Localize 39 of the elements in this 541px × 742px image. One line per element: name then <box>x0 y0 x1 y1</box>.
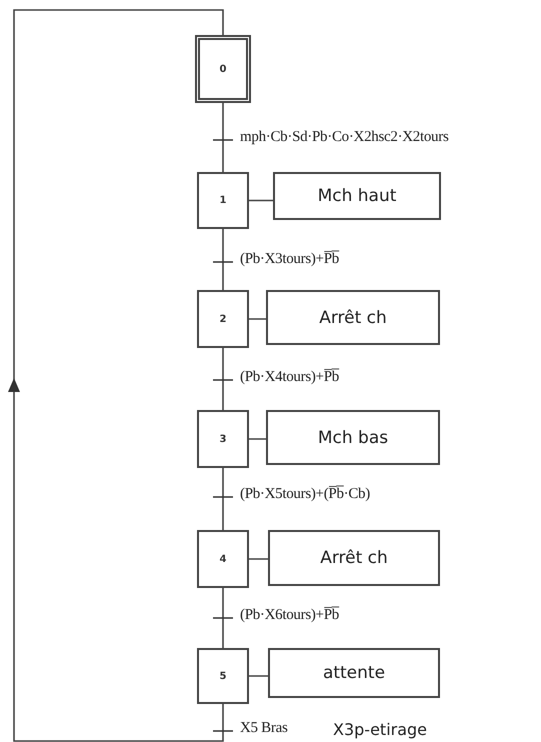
link-line <box>249 318 266 320</box>
action-text: Arrêt ch <box>319 308 387 328</box>
link-line <box>222 103 224 172</box>
action-box <box>268 648 440 698</box>
step-number: 1 <box>220 195 226 206</box>
link-line <box>222 348 224 410</box>
transition-condition: (Pb·X4tours)+P̅b̅ <box>239 369 340 386</box>
step-box <box>197 648 249 704</box>
action-box <box>273 172 441 220</box>
transition-condition: (Pb·X6tours)+P̅b̅ <box>239 607 340 624</box>
action-text: Mch haut <box>318 186 396 206</box>
action-text: Arrêt ch <box>320 548 388 568</box>
link-line <box>222 588 224 648</box>
transition-condition: mph·Cb·Sd·Pb·Co·X2hsc2·X2tours <box>239 129 450 146</box>
link-line <box>249 675 268 677</box>
link-line <box>222 468 224 530</box>
return-arrow <box>8 9 224 742</box>
step-box <box>197 172 249 229</box>
step-box <box>197 410 249 468</box>
step-number: 2 <box>220 314 226 324</box>
action-box <box>266 290 440 345</box>
link-line <box>249 200 273 202</box>
transition-condition: (Pb·X3tours)+P̅b̅ <box>239 251 340 268</box>
link-line <box>249 438 266 440</box>
initial-step-box <box>195 35 251 103</box>
action-text: attente <box>322 663 386 683</box>
step-number: 0 <box>220 64 226 74</box>
step-box <box>197 290 249 348</box>
action-text: Mch bas <box>318 428 388 448</box>
link-line <box>222 229 224 290</box>
step-number: 4 <box>220 554 226 564</box>
link-line <box>249 558 268 560</box>
step-box <box>197 530 249 588</box>
step-number: 5 <box>220 670 226 682</box>
step-number: 3 <box>220 434 226 444</box>
transition-condition: (Pb·X5tours)+(P̅b̅·Cb) <box>239 486 371 503</box>
note-text: X3p-etirage <box>333 720 428 739</box>
action-box <box>266 410 440 465</box>
action-box <box>268 530 440 586</box>
